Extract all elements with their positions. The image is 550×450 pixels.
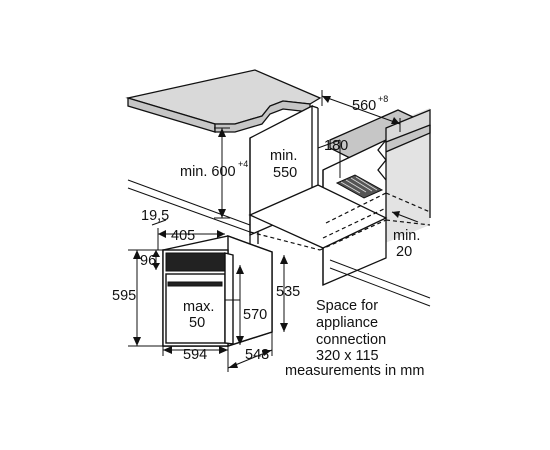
note-units: measurements in mm [285,363,424,379]
note-line2: appliance [316,315,378,331]
label-appliance-width: 594 [183,347,207,363]
label-vent-opening: 180 [324,138,348,154]
countertop [125,69,322,133]
label-niche-depth-line2: 550 [273,165,297,181]
label-appliance-height: 595 [112,288,136,304]
note-line1: Space for [316,298,378,314]
label-niche-width: 560 [352,98,376,114]
cabinet-niche [127,104,431,307]
label-side-clearance-line2: 20 [396,244,412,260]
label-body-depth: 548 [245,347,269,363]
label-niche-height-tolerance: +4 [238,159,248,169]
note-line3: connection [316,332,386,348]
label-niche-height: min. 600 [180,164,236,180]
label-control-depth: 405 [171,228,195,244]
label-door-depth-line2: 50 [189,315,205,331]
oven-appliance [162,235,273,347]
dimension-labels: 560 +8 min. 600 +4 min. 550 180 min. 20 … [112,94,420,363]
dimension-lines [128,90,419,372]
label-panel-offset: 19,5 [141,208,169,224]
vent-opening [335,174,384,199]
label-niche-width-tolerance: +8 [378,94,388,104]
label-inner-height: 570 [243,307,267,323]
label-niche-depth-line1: min. [270,148,297,164]
label-body-height: 535 [276,284,300,300]
notes: Space for appliance connection 320 x 115… [285,298,424,379]
label-top-to-handle: 96 [140,253,156,269]
label-side-clearance-line1: min. [393,228,420,244]
label-door-depth-line1: max. [183,299,214,315]
vent-hatching [340,176,378,194]
note-line4: 320 x 115 [316,348,379,364]
